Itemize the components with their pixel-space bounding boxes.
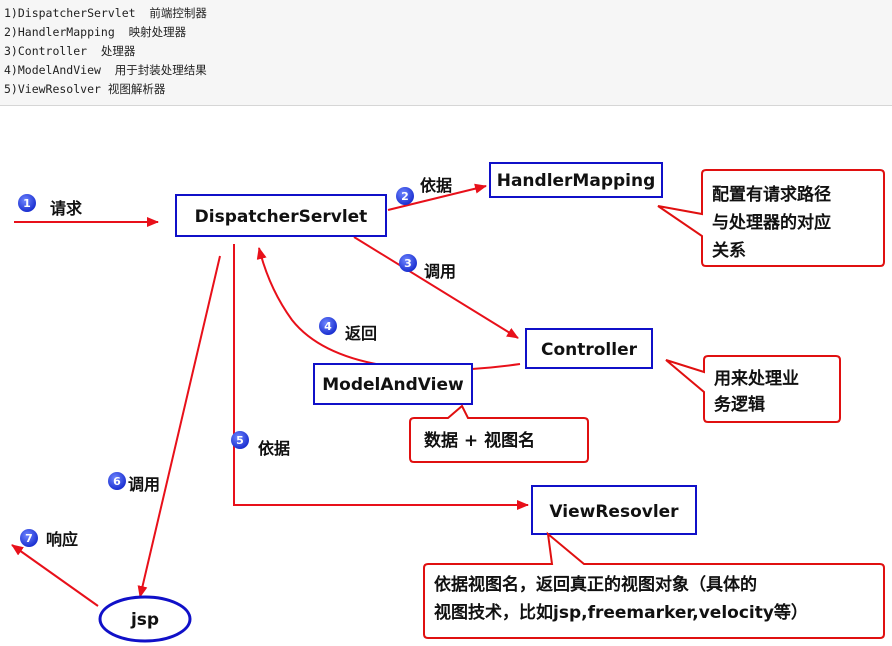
callout-model-and-view: 数据 + 视图名 <box>409 404 589 463</box>
note-line: 2)HandlerMapping 映射处理器 <box>4 25 187 39</box>
arrow-to-viewresolver <box>233 244 529 510</box>
view-resolver-box: ViewResovler <box>531 485 697 535</box>
step-label: 调用 <box>424 262 456 281</box>
step-label: 调用 <box>128 475 160 494</box>
step-5: 5 依据 <box>231 431 290 458</box>
callout-view-resolver: 依据视图名，返回真正的视图对象（具体的 视图技术，比如jsp,freemarke… <box>423 531 885 639</box>
note-line: 1)DispatcherServlet 前端控制器 <box>4 6 207 20</box>
callout-line: 依据视图名，返回真正的视图对象（具体的 <box>434 574 757 595</box>
callout-line: 配置有请求路径 <box>712 184 831 205</box>
step-number: 1 <box>23 197 31 210</box>
callout-line: 与处理器的对应 <box>712 212 831 233</box>
step-7: 7 响应 <box>20 529 78 549</box>
step-3: 3 调用 <box>399 254 456 281</box>
callout-line: 关系 <box>712 240 746 261</box>
notes-block: 1)DispatcherServlet 前端控制器 2)HandlerMappi… <box>0 0 892 106</box>
callout-controller: 用来处理业 务逻辑 <box>665 355 841 423</box>
step-label: 响应 <box>46 530 78 549</box>
callout-text: 数据 + 视图名 <box>424 430 535 451</box>
note-line: 4)ModelAndView 用于封装处理结果 <box>4 63 207 77</box>
step-number: 4 <box>324 320 332 333</box>
step-label: 依据 <box>258 439 290 458</box>
step-4: 4 返回 <box>319 317 377 343</box>
step-6: 6 调用 <box>108 472 160 494</box>
step-number: 5 <box>236 434 244 447</box>
handler-mapping-box: HandlerMapping <box>489 162 663 198</box>
callout-line: 用来处理业 <box>714 368 799 389</box>
dispatcher-servlet-label: DispatcherServlet <box>195 207 368 227</box>
controller-box: Controller <box>525 328 653 369</box>
arrow-response <box>11 544 99 607</box>
step-number: 7 <box>25 532 33 545</box>
note-line: 5)ViewResolver 视图解析器 <box>4 82 166 96</box>
step-label: 返回 <box>345 324 377 343</box>
step-1: 1 请求 <box>18 194 83 218</box>
model-and-view-box: ModelAndView <box>313 363 473 405</box>
arrow-to-jsp <box>137 255 221 598</box>
jsp-node: jsp <box>98 595 192 643</box>
model-and-view-label: ModelAndView <box>322 375 464 395</box>
step-number: 3 <box>404 257 412 270</box>
step-2: 2 依据 <box>396 176 452 205</box>
arrow-to-controller <box>353 236 519 339</box>
step-label: 依据 <box>420 176 452 195</box>
step-label: 请求 <box>50 199 83 218</box>
view-resolver-label: ViewResovler <box>549 502 679 522</box>
callout-line: 视图技术，比如jsp,freemarker,velocity等） <box>434 602 808 623</box>
arrow-to-handlermapping <box>387 183 487 211</box>
controller-label: Controller <box>541 340 638 360</box>
jsp-label: jsp <box>130 610 159 630</box>
callout-line: 务逻辑 <box>714 394 765 415</box>
handler-mapping-label: HandlerMapping <box>497 171 656 191</box>
step-number: 2 <box>401 190 409 203</box>
callout-handler-mapping: 配置有请求路径 与处理器的对应 关系 <box>657 169 885 267</box>
note-line: 3)Controller 处理器 <box>4 44 136 58</box>
step-number: 6 <box>113 475 121 488</box>
dispatcher-servlet-box: DispatcherServlet <box>175 194 387 237</box>
arrow-return <box>256 247 521 371</box>
